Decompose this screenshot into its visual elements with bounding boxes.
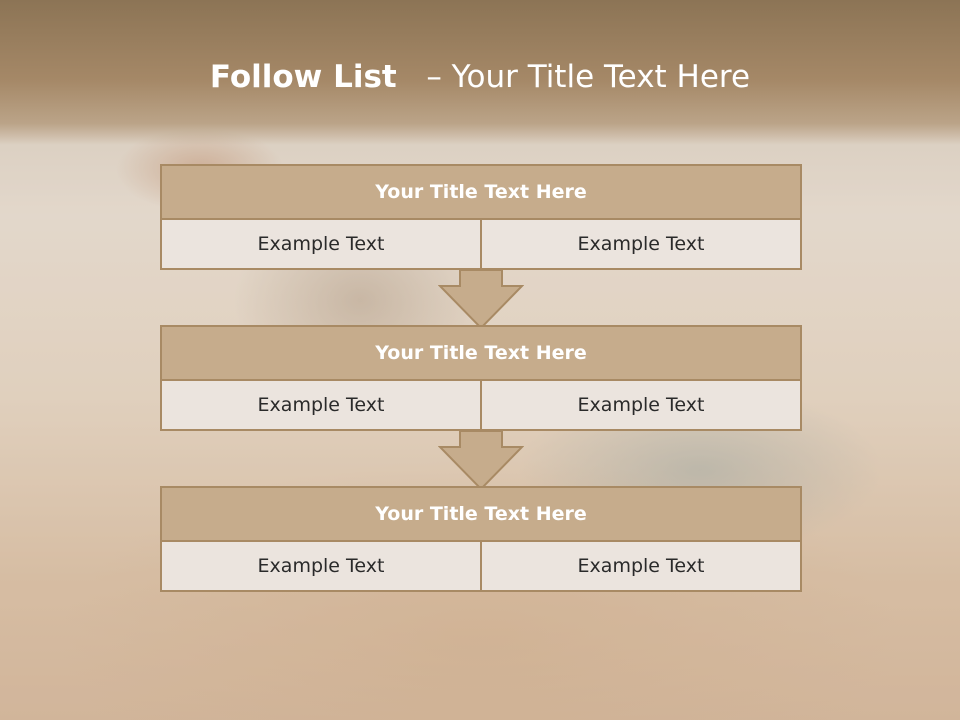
block-title: Your Title Text Here	[160, 164, 802, 220]
slide-title-strong: Follow List	[209, 59, 397, 95]
block-row: Example Text Example Text	[160, 381, 802, 431]
down-arrow-icon	[438, 270, 524, 330]
flow-block-3: Your Title Text Here Example Text Exampl…	[160, 486, 802, 592]
title-band	[0, 0, 960, 145]
slide-title-rest: – Your Title Text Here	[426, 59, 751, 95]
block-cell-right: Example Text	[480, 220, 800, 268]
flow-block-1: Your Title Text Here Example Text Exampl…	[160, 164, 802, 270]
flow-block-2: Your Title Text Here Example Text Exampl…	[160, 325, 802, 431]
block-title: Your Title Text Here	[160, 325, 802, 381]
block-cell-left: Example Text	[257, 555, 385, 577]
block-cell-right: Example Text	[480, 381, 800, 429]
block-cell-left: Example Text	[257, 233, 385, 255]
block-row: Example Text Example Text	[160, 220, 802, 270]
slide-title: Follow List – Your Title Text Here	[0, 52, 960, 102]
block-row: Example Text Example Text	[160, 542, 802, 592]
block-cell-left: Example Text	[257, 394, 385, 416]
down-arrow-icon	[438, 431, 524, 491]
block-title: Your Title Text Here	[160, 486, 802, 542]
block-cell-right: Example Text	[480, 542, 800, 590]
